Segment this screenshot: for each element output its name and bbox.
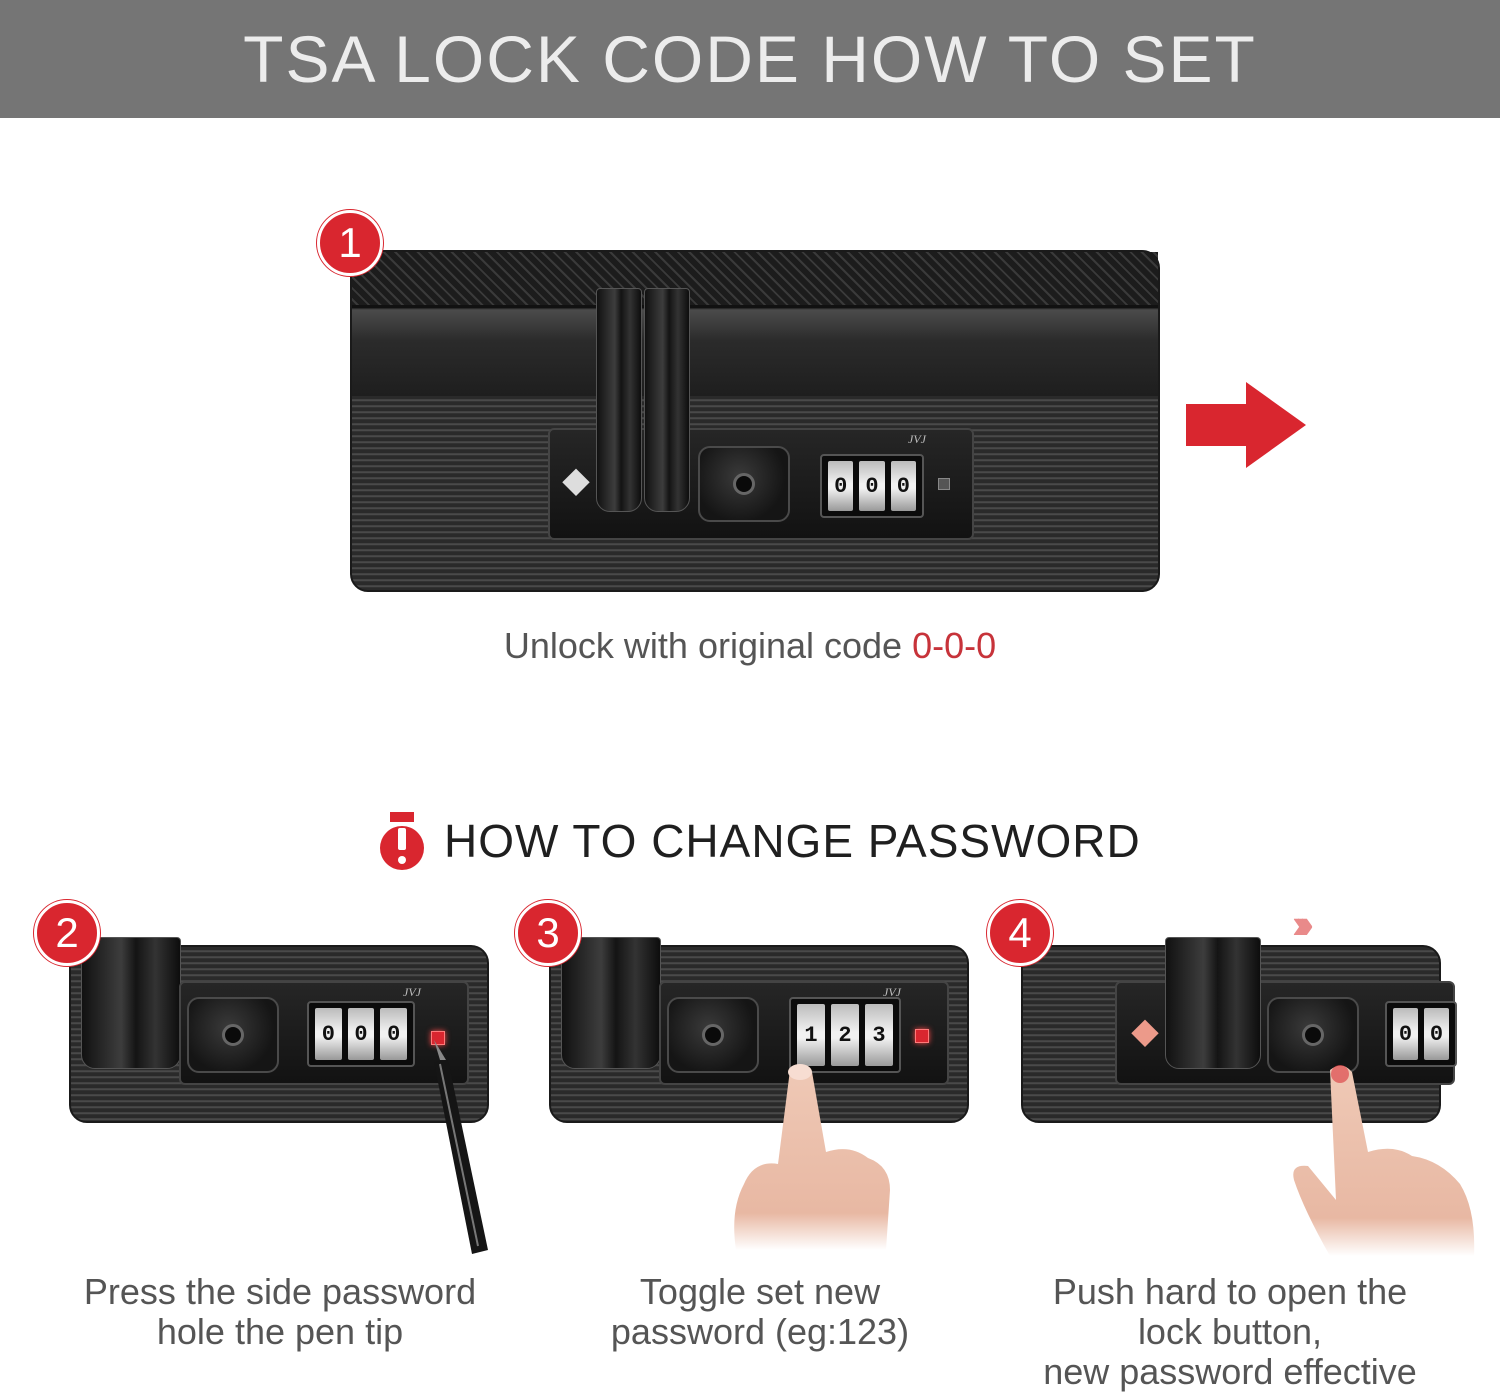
zipper-pull-left bbox=[596, 288, 642, 512]
step-3-caption-line-1: Toggle set new bbox=[639, 1271, 881, 1312]
step-2-caption: Press the side password hole the pen tip bbox=[40, 1272, 520, 1352]
step-2-caption-line-2: hole the pen tip bbox=[156, 1311, 404, 1352]
step-badge-4: 4 bbox=[987, 900, 1053, 966]
lock-handle bbox=[81, 937, 181, 1069]
luggage-lock-photo-step-1: JVJ ⬥ 0 0 0 bbox=[350, 250, 1160, 592]
keyhole-icon bbox=[702, 1024, 724, 1046]
tsa-diamond-icon: ⬥ bbox=[562, 458, 590, 502]
step-badge-3: 3 bbox=[515, 900, 581, 966]
original-code: 0-0-0 bbox=[912, 625, 997, 666]
luggage-lock-photo-step-3: JVJ 1 2 3 bbox=[549, 937, 969, 1123]
lock-plate: JVJ 0 0 0 bbox=[179, 981, 469, 1085]
wheel-digit-3: 3 bbox=[865, 1004, 893, 1066]
step-4-caption-line-3: new password effective bbox=[1043, 1351, 1417, 1392]
wheel-digit-1: 0 bbox=[828, 461, 854, 511]
brand-mark: JVJ bbox=[403, 985, 421, 999]
lock-handle bbox=[561, 937, 661, 1069]
step-4-caption-line-1: Push hard to open the bbox=[1052, 1271, 1408, 1312]
wheel-digit-2: 0 bbox=[859, 461, 885, 511]
hand-icon bbox=[1293, 1065, 1475, 1256]
section-title: HOW TO CHANGE PASSWORD bbox=[444, 815, 1141, 867]
pen-icon bbox=[434, 1040, 488, 1254]
combination-wheels: 0 0 bbox=[1385, 1001, 1457, 1067]
hand-icon bbox=[734, 1064, 890, 1250]
step-badge-2: 2 bbox=[34, 900, 100, 966]
wheel-digit-2: 0 bbox=[1424, 1008, 1449, 1060]
brand-mark: JVJ bbox=[883, 985, 901, 999]
lock-handle bbox=[1165, 937, 1261, 1069]
luggage-lock-photo-step-2: JVJ 0 0 0 bbox=[69, 937, 489, 1123]
lock-knob bbox=[1267, 997, 1359, 1073]
right-arrow-icon bbox=[1186, 382, 1306, 468]
upper-shell bbox=[352, 311, 1158, 396]
lock-knob bbox=[698, 446, 790, 522]
step-3-caption-line-2: password (eg:123) bbox=[610, 1311, 910, 1352]
lock-plate: ⬥ 0 0 bbox=[1115, 981, 1457, 1085]
step-4-caption: Push hard to open the lock button, new p… bbox=[1000, 1272, 1460, 1392]
step-1-caption: Unlock with original code 0-0-0 bbox=[350, 626, 1150, 666]
tsa-diamond-icon: ⬥ bbox=[1131, 1009, 1159, 1053]
page-title: TSA LOCK CODE HOW TO SET bbox=[243, 22, 1257, 96]
step-4-caption-line-2: lock button, bbox=[1137, 1311, 1323, 1352]
wheel-digit-1: 0 bbox=[315, 1008, 342, 1060]
wheel-digit-3: 0 bbox=[890, 461, 916, 511]
reset-hole bbox=[938, 478, 950, 490]
wheel-digit-1: 1 bbox=[797, 1004, 825, 1066]
zipper-band bbox=[352, 252, 1158, 308]
combination-wheels: 0 0 0 bbox=[820, 454, 924, 518]
chevrons-right-icon: ››› bbox=[1292, 900, 1314, 947]
change-password-heading: HOW TO CHANGE PASSWORD bbox=[376, 810, 1141, 872]
lock-knob bbox=[667, 997, 759, 1073]
wheel-digit-3: 0 bbox=[380, 1008, 408, 1060]
step-badge-1: 1 bbox=[317, 210, 383, 276]
wheel-digit-1: 0 bbox=[1393, 1008, 1418, 1060]
combination-wheels: 0 0 0 bbox=[307, 1001, 415, 1067]
step-1-caption-text: Unlock with original code bbox=[503, 625, 913, 666]
keyhole-icon bbox=[733, 473, 755, 495]
luggage-lock-photo-step-4: ⬥ 0 0 bbox=[1021, 937, 1457, 1123]
step-2-caption-line-1: Press the side password bbox=[83, 1271, 477, 1312]
keyhole-icon bbox=[1302, 1024, 1324, 1046]
wheel-digit-2: 2 bbox=[831, 1004, 859, 1066]
wheel-digit-2: 0 bbox=[347, 1008, 375, 1060]
step-3-caption: Toggle set new password (eg:123) bbox=[520, 1272, 1000, 1352]
brand-mark: JVJ bbox=[908, 432, 926, 446]
reset-hole bbox=[915, 1029, 929, 1043]
alert-icon bbox=[380, 812, 424, 870]
lock-plate: JVJ 1 2 3 bbox=[659, 981, 949, 1085]
zipper-pull-right bbox=[644, 288, 690, 512]
header-banner: TSA LOCK CODE HOW TO SET bbox=[0, 0, 1500, 118]
lock-plate: JVJ ⬥ 0 0 0 bbox=[548, 428, 974, 540]
combination-wheels: 1 2 3 bbox=[789, 997, 901, 1073]
lock-knob bbox=[187, 997, 279, 1073]
keyhole-icon bbox=[222, 1024, 244, 1046]
